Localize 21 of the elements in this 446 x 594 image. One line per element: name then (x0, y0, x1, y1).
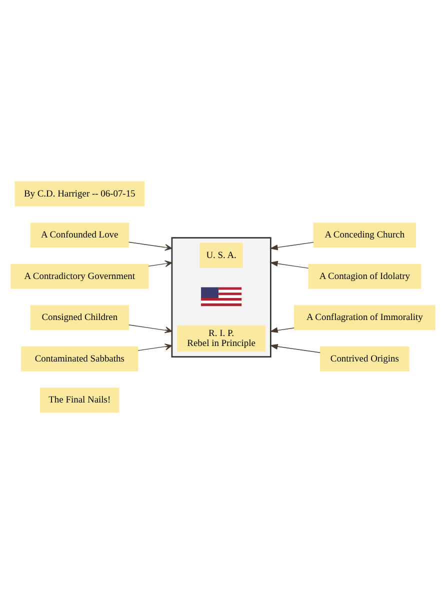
arrow (270, 327, 295, 333)
node-box: A Confounded Love (30, 222, 129, 248)
node-box: The Final Nails! (40, 388, 120, 413)
node-box: A Conceding Church (313, 222, 416, 248)
node-box: A Conflagration of Immorality (294, 305, 436, 330)
node-box: Consigned Children (30, 305, 129, 330)
node-box: By C.D. Harriger -- 06-07-15 (14, 181, 145, 206)
arrow (270, 260, 309, 268)
arrow (270, 344, 320, 353)
cluster (171, 237, 272, 358)
arrow (128, 242, 172, 251)
arrow (148, 260, 172, 268)
node-box: Contaminated Sabbaths (21, 346, 138, 372)
node-box: U. S. A. (200, 242, 243, 268)
node-box: A Contradictory Government (10, 264, 149, 289)
arrow (138, 344, 172, 351)
arrow (270, 242, 314, 250)
node-box: A Contagion of Idolatry (308, 264, 422, 289)
node-box: R. I. P. Rebel in Principle (177, 325, 266, 352)
node-box: Contrived Origins (320, 346, 410, 372)
arrow (128, 324, 172, 334)
